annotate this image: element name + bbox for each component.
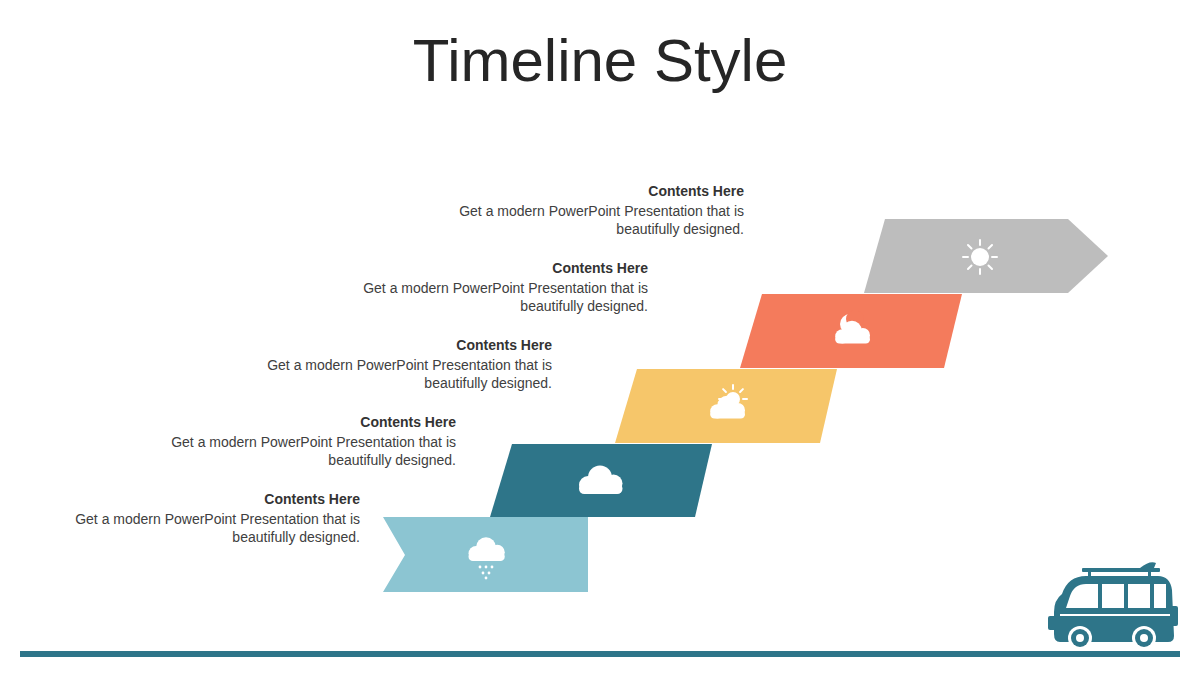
step-band	[740, 294, 962, 368]
step-text: Contents HereGet a modern PowerPoint Pre…	[262, 336, 552, 392]
ground-line	[20, 651, 1180, 657]
step-shape	[358, 259, 962, 368]
title: Timeline Style	[0, 28, 1200, 94]
timeline-step: Contents HereGet a modern PowerPoint Pre…	[454, 182, 1108, 293]
step-heading: Contents Here	[70, 490, 360, 508]
step-band	[864, 219, 1108, 293]
weather-icon	[579, 466, 623, 495]
weather-icon	[710, 385, 747, 419]
step-heading: Contents Here	[262, 336, 552, 354]
weather-icon	[469, 537, 505, 579]
step-text: Contents HereGet a modern PowerPoint Pre…	[70, 490, 360, 546]
step-description: Get a modern PowerPoint Presentation tha…	[262, 356, 552, 392]
step-description: Get a modern PowerPoint Presentation tha…	[166, 433, 456, 469]
step-heading: Contents Here	[166, 413, 456, 431]
step-band	[615, 369, 837, 443]
step-text: Contents HereGet a modern PowerPoint Pre…	[358, 259, 648, 315]
step-description: Get a modern PowerPoint Presentation tha…	[70, 510, 360, 546]
van-illustration	[1048, 562, 1178, 650]
step-description: Get a modern PowerPoint Presentation tha…	[454, 202, 744, 238]
step-shape	[454, 182, 1108, 293]
step-description: Get a modern PowerPoint Presentation tha…	[358, 279, 648, 315]
step-heading: Contents Here	[358, 259, 648, 277]
timeline-step: Contents HereGet a modern PowerPoint Pre…	[166, 413, 712, 517]
timeline-step: Contents HereGet a modern PowerPoint Pre…	[358, 259, 962, 368]
step-band	[490, 444, 712, 517]
step-band	[383, 517, 588, 592]
timeline-step: Contents HereGet a modern PowerPoint Pre…	[70, 490, 588, 592]
timeline-step: Contents HereGet a modern PowerPoint Pre…	[262, 336, 837, 443]
weather-icon	[963, 240, 997, 274]
weather-icon	[835, 310, 870, 344]
step-text: Contents HereGet a modern PowerPoint Pre…	[454, 182, 744, 238]
step-heading: Contents Here	[454, 182, 744, 200]
step-text: Contents HereGet a modern PowerPoint Pre…	[166, 413, 456, 469]
